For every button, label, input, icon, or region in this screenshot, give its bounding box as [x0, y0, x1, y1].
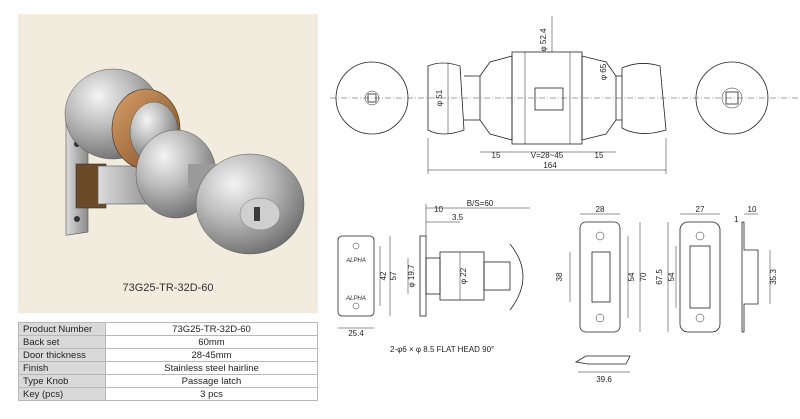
spec-value: 60mm [105, 335, 318, 349]
dim-box-height: 67.5 [655, 269, 664, 285]
product-photo: 73G25-TR-32D-60 [18, 14, 318, 313]
spec-value: Stainless steel hairline [105, 361, 318, 375]
dim-box-flange: 1 [734, 215, 739, 224]
box-view: 27 67.5 54 10 1 35.3 [655, 205, 778, 333]
dim-strike-opening: 38 [555, 272, 564, 281]
dim-rose-right: 15 [595, 151, 604, 160]
spec-key: Finish [18, 361, 106, 375]
dim-door-range: V=28~45 [531, 151, 564, 160]
strike-lip [574, 355, 631, 365]
dim-screws: 2-φ6 × φ 8.5 FLAT HEAD 90° [390, 345, 494, 354]
dim-face-offset: 10 [434, 205, 443, 214]
dim-bolt: 3.5 [452, 213, 464, 222]
latch-hub [509, 243, 524, 311]
strike-view: 28 38 54 70 39.6 [555, 205, 648, 384]
dim-strike-lip: 39.6 [596, 375, 612, 384]
spec-key: Type Knob [18, 374, 106, 388]
spec-key: Key (pcs) [18, 387, 106, 401]
back-knob [64, 68, 181, 170]
dim-box-inner: 54 [667, 272, 676, 281]
spec-value: 3 pcs [105, 387, 318, 401]
left-end-circle [335, 61, 409, 135]
spec-key: Product Number [18, 322, 106, 336]
dim-box-depth: 10 [748, 205, 757, 214]
dim-height: 57 [389, 271, 398, 280]
dim-strike-width: 28 [596, 205, 605, 214]
spec-value: 28-45mm [105, 348, 318, 362]
latch-faceplate [337, 235, 375, 317]
faceplate-text-2: ALPHA [345, 296, 366, 302]
dim-box-width: 27 [696, 205, 705, 214]
faceplate-text-1: ALPHA [345, 258, 366, 264]
latch-face-side [419, 235, 427, 317]
front-knob [135, 129, 305, 255]
knob-view: φ 51 φ 52.4 φ 65 15 V=28~45 15 164 [330, 16, 800, 174]
keyhole [254, 207, 260, 221]
strike-plate [579, 221, 621, 333]
box-profile [741, 221, 759, 333]
dim-strike-height: 70 [639, 272, 648, 281]
dim-strike-holes: 54 [627, 272, 636, 281]
spec-value: 73G25-TR-32D-60 [105, 322, 318, 336]
left-knob-outline [427, 62, 465, 135]
latch-view: ALPHA ALPHA 25.4 57 42 φ 22 φ 19.7 10 B/… [337, 199, 530, 354]
table-row: Key (pcs)3 pcs [18, 387, 318, 401]
product-caption: 73G25-TR-32D-60 [122, 282, 214, 294]
spec-key: Door thickness [18, 348, 106, 362]
knob-lock-illustration [64, 68, 305, 255]
dim-knob-dia: φ 51 [435, 89, 444, 106]
right-end-circle [695, 61, 769, 135]
dim-face-width: 25.4 [348, 329, 364, 338]
dim-rose-left: 15 [492, 151, 501, 160]
dim-knob-dia-right: φ 65 [599, 63, 608, 80]
dim-bolt-dia: φ 22 [459, 267, 468, 284]
dim-hole-spacing: 42 [379, 271, 388, 280]
box-plate [679, 221, 721, 333]
dim-hub-dia: φ 19.7 [407, 264, 416, 288]
dim-overall: 164 [543, 161, 557, 170]
dim-backset: B/S=60 [467, 199, 494, 208]
technical-drawing: φ 51 φ 52.4 φ 65 15 V=28~45 15 164 ALPHA… [330, 16, 800, 384]
spec-key: Back set [18, 335, 106, 349]
dim-box-depth-height: 35.3 [769, 269, 778, 285]
right-knob-outline [621, 63, 667, 134]
dim-rose-dia: φ 52.4 [539, 28, 548, 52]
spec-value: Passage latch [105, 374, 318, 388]
